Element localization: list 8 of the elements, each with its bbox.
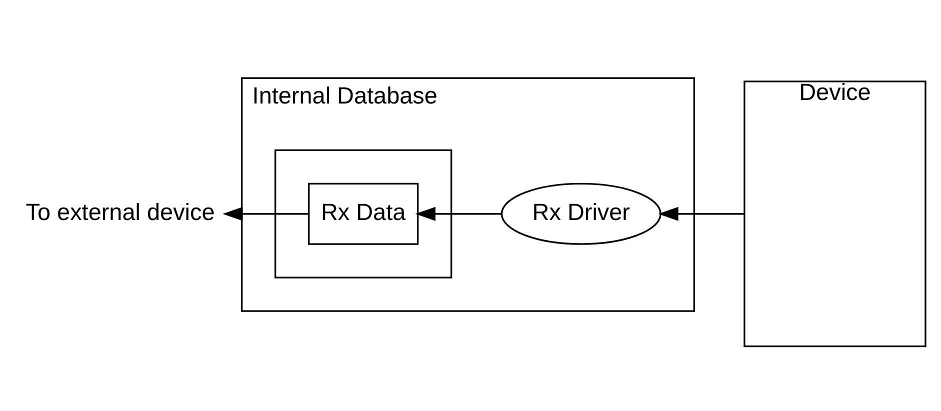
arrow	[658, 206, 744, 221]
cluster	[274, 149, 452, 278]
arrow	[415, 206, 502, 221]
node-text: To external device	[26, 199, 215, 226]
arrow	[222, 206, 308, 221]
node-box: Rx Data	[308, 182, 419, 245]
node-ellipse: Rx Driver	[500, 182, 662, 245]
node-box: Device	[744, 80, 926, 348]
